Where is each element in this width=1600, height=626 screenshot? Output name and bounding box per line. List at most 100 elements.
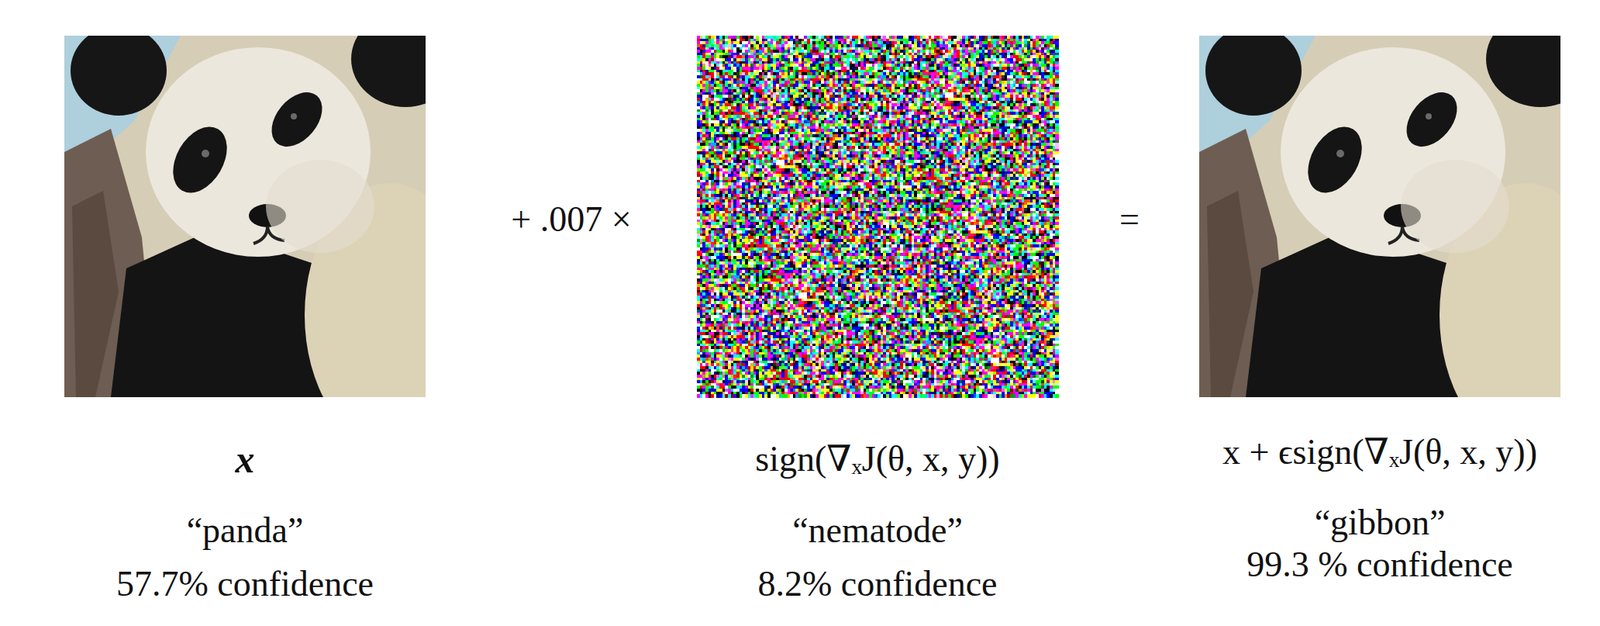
- noise-cell: [900, 52, 904, 56]
- noise-cell: [1010, 75, 1014, 79]
- noise-cell: [855, 55, 859, 59]
- noise-cell: [716, 38, 720, 42]
- noise-cell: [979, 49, 983, 53]
- noise-cell: [1044, 63, 1048, 67]
- noise-cell: [824, 44, 828, 48]
- noise-cell: [999, 61, 1003, 65]
- noise-cell: [882, 72, 887, 76]
- noise-cell: [975, 49, 980, 53]
- noise-cell: [789, 41, 794, 45]
- noise-cell: [713, 35, 718, 39]
- noise-cell: [696, 72, 700, 76]
- noise-cell: [948, 66, 952, 70]
- noise-cell: [818, 38, 822, 42]
- noise-cell: [727, 41, 732, 45]
- noise-cell: [767, 52, 771, 56]
- noise-cell: [858, 38, 862, 42]
- noise-cell: [702, 47, 706, 51]
- noise-cell: [767, 38, 771, 42]
- noise-cell: [779, 55, 783, 59]
- noise-cell: [793, 78, 797, 82]
- noise-cell: [860, 61, 864, 65]
- noise-cell: [803, 61, 807, 65]
- noise-cell: [824, 58, 828, 62]
- noise-cell: [877, 75, 881, 79]
- noise-cell: [702, 63, 706, 67]
- noise-cell: [700, 75, 704, 79]
- noise-cell: [1035, 52, 1039, 56]
- noise-cell: [741, 47, 745, 51]
- noise-cell: [829, 47, 833, 51]
- noise-cell: [880, 52, 884, 56]
- noise-cell: [925, 38, 929, 42]
- noise-cell: [826, 35, 830, 39]
- noise-cell: [748, 63, 752, 67]
- noise-cell: [1024, 44, 1028, 48]
- noise-cell: [934, 63, 938, 67]
- noise-cell: [798, 61, 802, 65]
- noise-cell: [939, 41, 943, 45]
- noise-cell: [834, 72, 838, 76]
- noise-cell: [913, 35, 918, 39]
- noise-cell: [708, 75, 712, 79]
- noise-cell: [987, 52, 991, 56]
- noise-cell: [770, 38, 774, 42]
- noise-cell: [806, 55, 811, 59]
- noise-cell: [849, 49, 853, 53]
- noise-cell: [860, 58, 864, 62]
- noise-cell: [993, 72, 997, 76]
- noise-cell: [801, 75, 805, 79]
- noise-cell: [770, 78, 774, 82]
- noise-cell: [1038, 47, 1042, 51]
- noise-cell: [1044, 61, 1048, 65]
- noise-cell: [953, 63, 957, 67]
- noise-cell: [710, 49, 714, 53]
- noise-cell: [965, 61, 969, 65]
- noise-cell: [982, 41, 986, 45]
- noise-cell: [925, 44, 929, 48]
- noise-cell: [886, 49, 890, 53]
- noise-cell: [727, 72, 732, 76]
- noise-cell: [710, 44, 714, 48]
- noise-cell: [1010, 66, 1014, 70]
- noise-cell: [708, 38, 712, 42]
- noise-cell: [920, 55, 924, 59]
- noise-cell: [710, 55, 714, 59]
- noise-cell: [855, 75, 859, 79]
- noise-cell: [905, 44, 909, 48]
- noise-cell: [1041, 49, 1045, 53]
- noise-cell: [764, 49, 768, 53]
- noise-cell: [999, 38, 1003, 42]
- noise-cell: [767, 58, 771, 62]
- noise-cell: [953, 61, 957, 65]
- noise-cell: [987, 72, 991, 76]
- noise-cell: [1041, 44, 1045, 48]
- noise-cell: [891, 47, 895, 51]
- noise-cell: [1004, 75, 1008, 79]
- noise-cell: [793, 75, 797, 79]
- noise-cell: [846, 38, 850, 42]
- noise-cell: [815, 44, 819, 48]
- noise-cell: [975, 38, 980, 42]
- noise-cell: [1015, 49, 1019, 53]
- noise-cell: [1049, 63, 1053, 67]
- noise-cell: [801, 41, 805, 45]
- noise-cell: [1027, 61, 1031, 65]
- noise-cell: [928, 69, 932, 73]
- noise-cell: [1027, 69, 1031, 73]
- noise-cell: [993, 47, 997, 51]
- noise-cell: [911, 44, 915, 48]
- noise-cell: [696, 55, 700, 59]
- noise-cell: [1038, 69, 1042, 73]
- noise-cell: [843, 61, 847, 65]
- noise-cell: [815, 52, 819, 56]
- noise-cell: [948, 49, 952, 53]
- noise-cell: [925, 58, 929, 62]
- noise-cell: [911, 35, 915, 39]
- noise-cell: [696, 52, 700, 56]
- noise-cell: [846, 52, 850, 56]
- noise-cell: [727, 38, 732, 42]
- noise-cell: [724, 55, 728, 59]
- noise-cell: [1004, 35, 1008, 39]
- noise-cell: [894, 61, 898, 65]
